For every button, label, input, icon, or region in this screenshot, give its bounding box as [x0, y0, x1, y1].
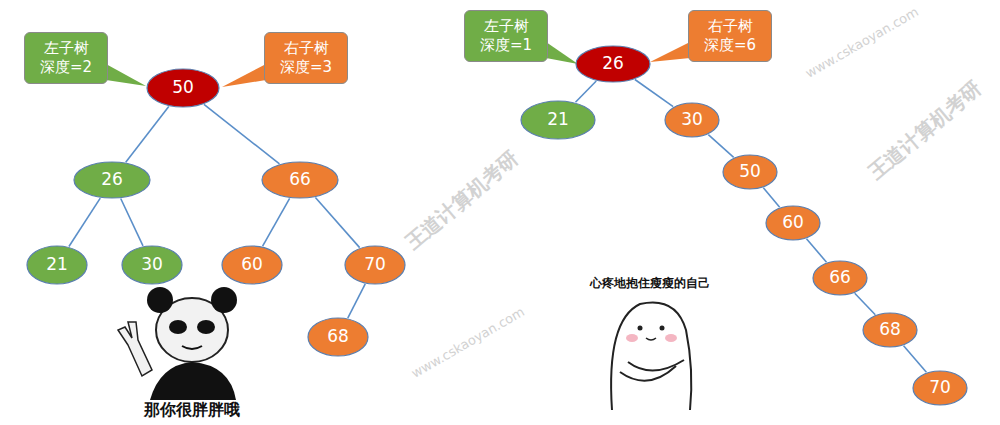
tree-node: 66	[812, 260, 868, 296]
tree-edge	[263, 198, 290, 246]
tree-edge	[708, 135, 733, 158]
tree-node: 68	[862, 312, 918, 348]
callout-tail	[106, 64, 146, 86]
tree-node: 21	[26, 245, 88, 285]
callout-text: 左子树 深度=2	[36, 39, 96, 77]
node-value: 66	[829, 267, 851, 288]
watermark: 王道计算机考研	[400, 145, 525, 256]
tree-node: 50	[146, 68, 220, 108]
tree-node: 60	[765, 205, 821, 241]
node-value: 21	[547, 109, 569, 130]
watermark: www.cskaoyan.com	[409, 304, 527, 381]
node-value: 66	[289, 169, 311, 190]
node-value: 60	[241, 254, 263, 275]
tree-edge	[635, 80, 673, 107]
tree-node: 21	[520, 100, 596, 140]
tree-node: 70	[912, 370, 968, 406]
node-value: 26	[101, 169, 123, 190]
callout-tail	[222, 64, 266, 87]
tree-edge	[575, 81, 596, 102]
tree-edge	[315, 197, 359, 247]
node-value: 68	[879, 319, 901, 340]
meme-caption: 心疼地抱住瘦瘦的自己	[590, 275, 710, 292]
hug-meme	[611, 302, 691, 410]
node-value: 50	[172, 77, 194, 98]
watermark: www.cskaoyan.com	[803, 4, 921, 81]
callout-box: 左子树 深度=1	[464, 10, 548, 62]
node-value: 30	[141, 254, 163, 275]
tree-edge	[348, 284, 365, 318]
callout-tail	[546, 42, 578, 64]
tree-edge	[69, 198, 100, 246]
node-value: 21	[46, 254, 68, 275]
node-value: 30	[681, 109, 703, 130]
callout-box: 右子树 深度=3	[264, 32, 348, 84]
node-value: 68	[327, 326, 349, 347]
node-value: 60	[782, 212, 804, 233]
tree-edge	[855, 293, 876, 314]
node-value: 50	[739, 161, 761, 182]
node-value: 70	[364, 254, 386, 275]
tree-edge	[763, 188, 779, 207]
tree-node: 70	[344, 245, 406, 285]
tree-node: 30	[121, 245, 183, 285]
tree-node: 26	[73, 161, 151, 199]
tree-edge	[904, 346, 927, 373]
tree-node: 30	[664, 102, 720, 138]
tree-node: 66	[261, 161, 339, 199]
callout-text: 左子树 深度=1	[476, 17, 536, 55]
callout-box: 左子树 深度=2	[24, 32, 108, 84]
panda-meme	[108, 282, 276, 422]
tree-edge	[121, 199, 143, 246]
watermark: 王道计算机考研	[863, 75, 988, 186]
tree-node: 26	[575, 45, 651, 83]
callout-text: 右子树 深度=6	[700, 17, 760, 55]
tree-node: 50	[722, 154, 778, 190]
tree-node: 68	[307, 317, 369, 357]
callout-tail	[650, 42, 690, 62]
tree-edge	[204, 104, 279, 163]
callout-text: 右子树 深度=3	[276, 39, 336, 77]
callout-box: 右子树 深度=6	[688, 10, 772, 62]
meme-caption: 那你很胖胖哦	[144, 400, 240, 421]
tree-edge	[126, 106, 169, 162]
node-value: 26	[602, 53, 624, 74]
tree-node: 60	[221, 245, 283, 285]
node-value: 70	[929, 377, 951, 398]
tree-edge	[806, 239, 826, 262]
